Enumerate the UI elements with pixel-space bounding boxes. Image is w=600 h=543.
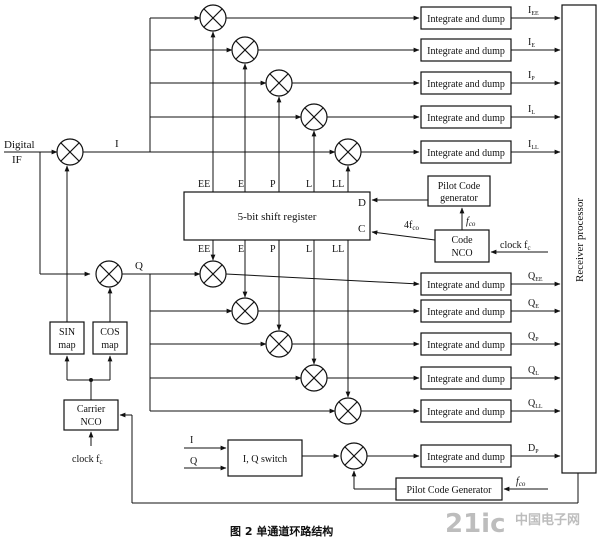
mixer-i-l (300, 103, 328, 131)
fco-label: fco (466, 216, 476, 228)
output-label-q-l: QL (528, 365, 539, 377)
iq-switch-box (227, 439, 303, 477)
iq-switch-label: I, Q switch (243, 454, 287, 465)
svg-text:Integrate and dump: Integrate and dump (427, 46, 505, 57)
tap-bottom-ee: EE (198, 244, 210, 255)
mixer-q-ll (334, 397, 362, 425)
mixer-pilot (340, 442, 368, 470)
digital-input-label: Digital (4, 139, 35, 151)
carrier-nco-line2: NCO (80, 417, 101, 428)
code-nco-line2: NCO (451, 248, 472, 259)
svg-text:Integrate and dump: Integrate and dump (427, 280, 505, 291)
mixer-i-ll (334, 138, 362, 166)
integrator-pilot: Integrate and dump (420, 444, 512, 468)
integrator-q-e: Integrate and dump (420, 299, 512, 323)
nco-to-c-wire (371, 230, 436, 241)
tap-top-ee: EE (198, 179, 210, 190)
output-label-pilot: DP (528, 443, 539, 455)
integrator-q-ee: Integrate and dump (420, 272, 512, 296)
carrier-nco-box (63, 399, 119, 431)
nco-split-node (89, 378, 93, 382)
shift-register-box (183, 191, 371, 241)
mixer-i-p (265, 69, 293, 97)
output-label-q-e: QE (528, 298, 539, 310)
switch-i-label: I (190, 435, 193, 446)
svg-text:Integrate and dump: Integrate and dump (427, 340, 505, 351)
integrator-i-l: Integrate and dump (420, 105, 512, 129)
shift-register-port-d: D (358, 197, 366, 209)
cos-map-line1: COS (100, 327, 119, 338)
integrator-i-ee: Integrate and dump (420, 6, 512, 30)
svg-text:Integrate and dump: Integrate and dump (427, 374, 505, 385)
code-nco-line1: Code (451, 235, 473, 246)
tap-bottom-p: P (270, 244, 276, 255)
pilot-code-generator-line2: generator (440, 193, 478, 204)
integrator-i-p: Integrate and dump (420, 71, 512, 95)
watermark-subtitle: 中国电子网 (515, 512, 580, 528)
mixer-q-p (265, 330, 293, 358)
tap-top-ll: LL (332, 179, 344, 190)
figure-caption: 图 2 单通道环路结构 (230, 524, 333, 538)
tap-bottom-ll: LL (332, 244, 344, 255)
q-path-label: Q (135, 260, 143, 272)
receiver-processor-label: Receiver processor (574, 198, 586, 282)
mixer-q-l (300, 364, 328, 392)
cos-map-line2: map (101, 340, 118, 351)
if-input-label: IF (12, 154, 22, 166)
carrier-nco-line1: Carrier (77, 404, 106, 415)
output-label-i-p: IP (528, 70, 535, 82)
svg-text:Integrate and dump: Integrate and dump (427, 14, 505, 25)
svg-text:Integrate and dump: Integrate and dump (427, 407, 505, 418)
cos-map-box (92, 321, 128, 355)
shift-register-label: 5-bit shift register (238, 211, 317, 223)
svg-text:Integrate and dump: Integrate and dump (427, 452, 505, 463)
receiver-processor-box (561, 4, 597, 474)
four-fco-label: 4fco (404, 220, 419, 232)
output-label-i-e: IE (528, 37, 535, 49)
i-input-mixer (56, 138, 84, 166)
pilot-code-generator-box (427, 175, 491, 207)
switch-q-label: Q (190, 456, 198, 467)
shift-register-port-c: C (358, 223, 365, 235)
svg-text:Integrate and dump: Integrate and dump (427, 307, 505, 318)
svg-text:Integrate and dump: Integrate and dump (427, 148, 505, 159)
integrator-q-ll: Integrate and dump (420, 399, 512, 423)
tap-top-e: E (238, 179, 244, 190)
tap-bottom-l: L (306, 244, 312, 255)
carrier-clock-label: clock fc (72, 454, 103, 466)
output-label-q-ll: QLL (528, 398, 543, 410)
i-path-label: I (115, 138, 119, 150)
q-input-mixer (95, 260, 123, 288)
mixer-i-e (231, 36, 259, 64)
integrator-i-e: Integrate and dump (420, 38, 512, 62)
tap-bottom-e: E (238, 244, 244, 255)
code-clock-label: clock fc (500, 240, 531, 252)
output-label-q-p: QP (528, 331, 539, 343)
svg-text:Integrate and dump: Integrate and dump (427, 113, 505, 124)
mixer-i-ee (199, 4, 227, 32)
integrator-q-p: Integrate and dump (420, 332, 512, 356)
output-label-q-ee: QEE (528, 271, 543, 283)
mixer-q-ee (199, 260, 227, 288)
tap-top-l: L (306, 179, 312, 190)
svg-text:Integrate and dump: Integrate and dump (427, 79, 505, 90)
pilot-code-generator-bottom-label: Pilot Code Generator (407, 485, 493, 496)
sin-map-line1: SIN (59, 327, 75, 338)
tap-top-p: P (270, 179, 276, 190)
integrator-q-l: Integrate and dump (420, 366, 512, 390)
mixer-q-e (231, 297, 259, 325)
watermark-logo: 21ic (445, 509, 506, 539)
output-label-i-l: IL (528, 104, 535, 116)
output-label-i-ee: IEE (528, 5, 539, 17)
pilot-fco-label: fco (516, 476, 526, 488)
output-label-i-ll: ILL (528, 139, 539, 151)
sin-map-line2: map (58, 340, 75, 351)
pilot-code-generator-line1: Pilot Code (438, 181, 481, 192)
out-wire-q-ee (225, 273, 420, 287)
integrator-i-ll: Integrate and dump (420, 140, 512, 164)
